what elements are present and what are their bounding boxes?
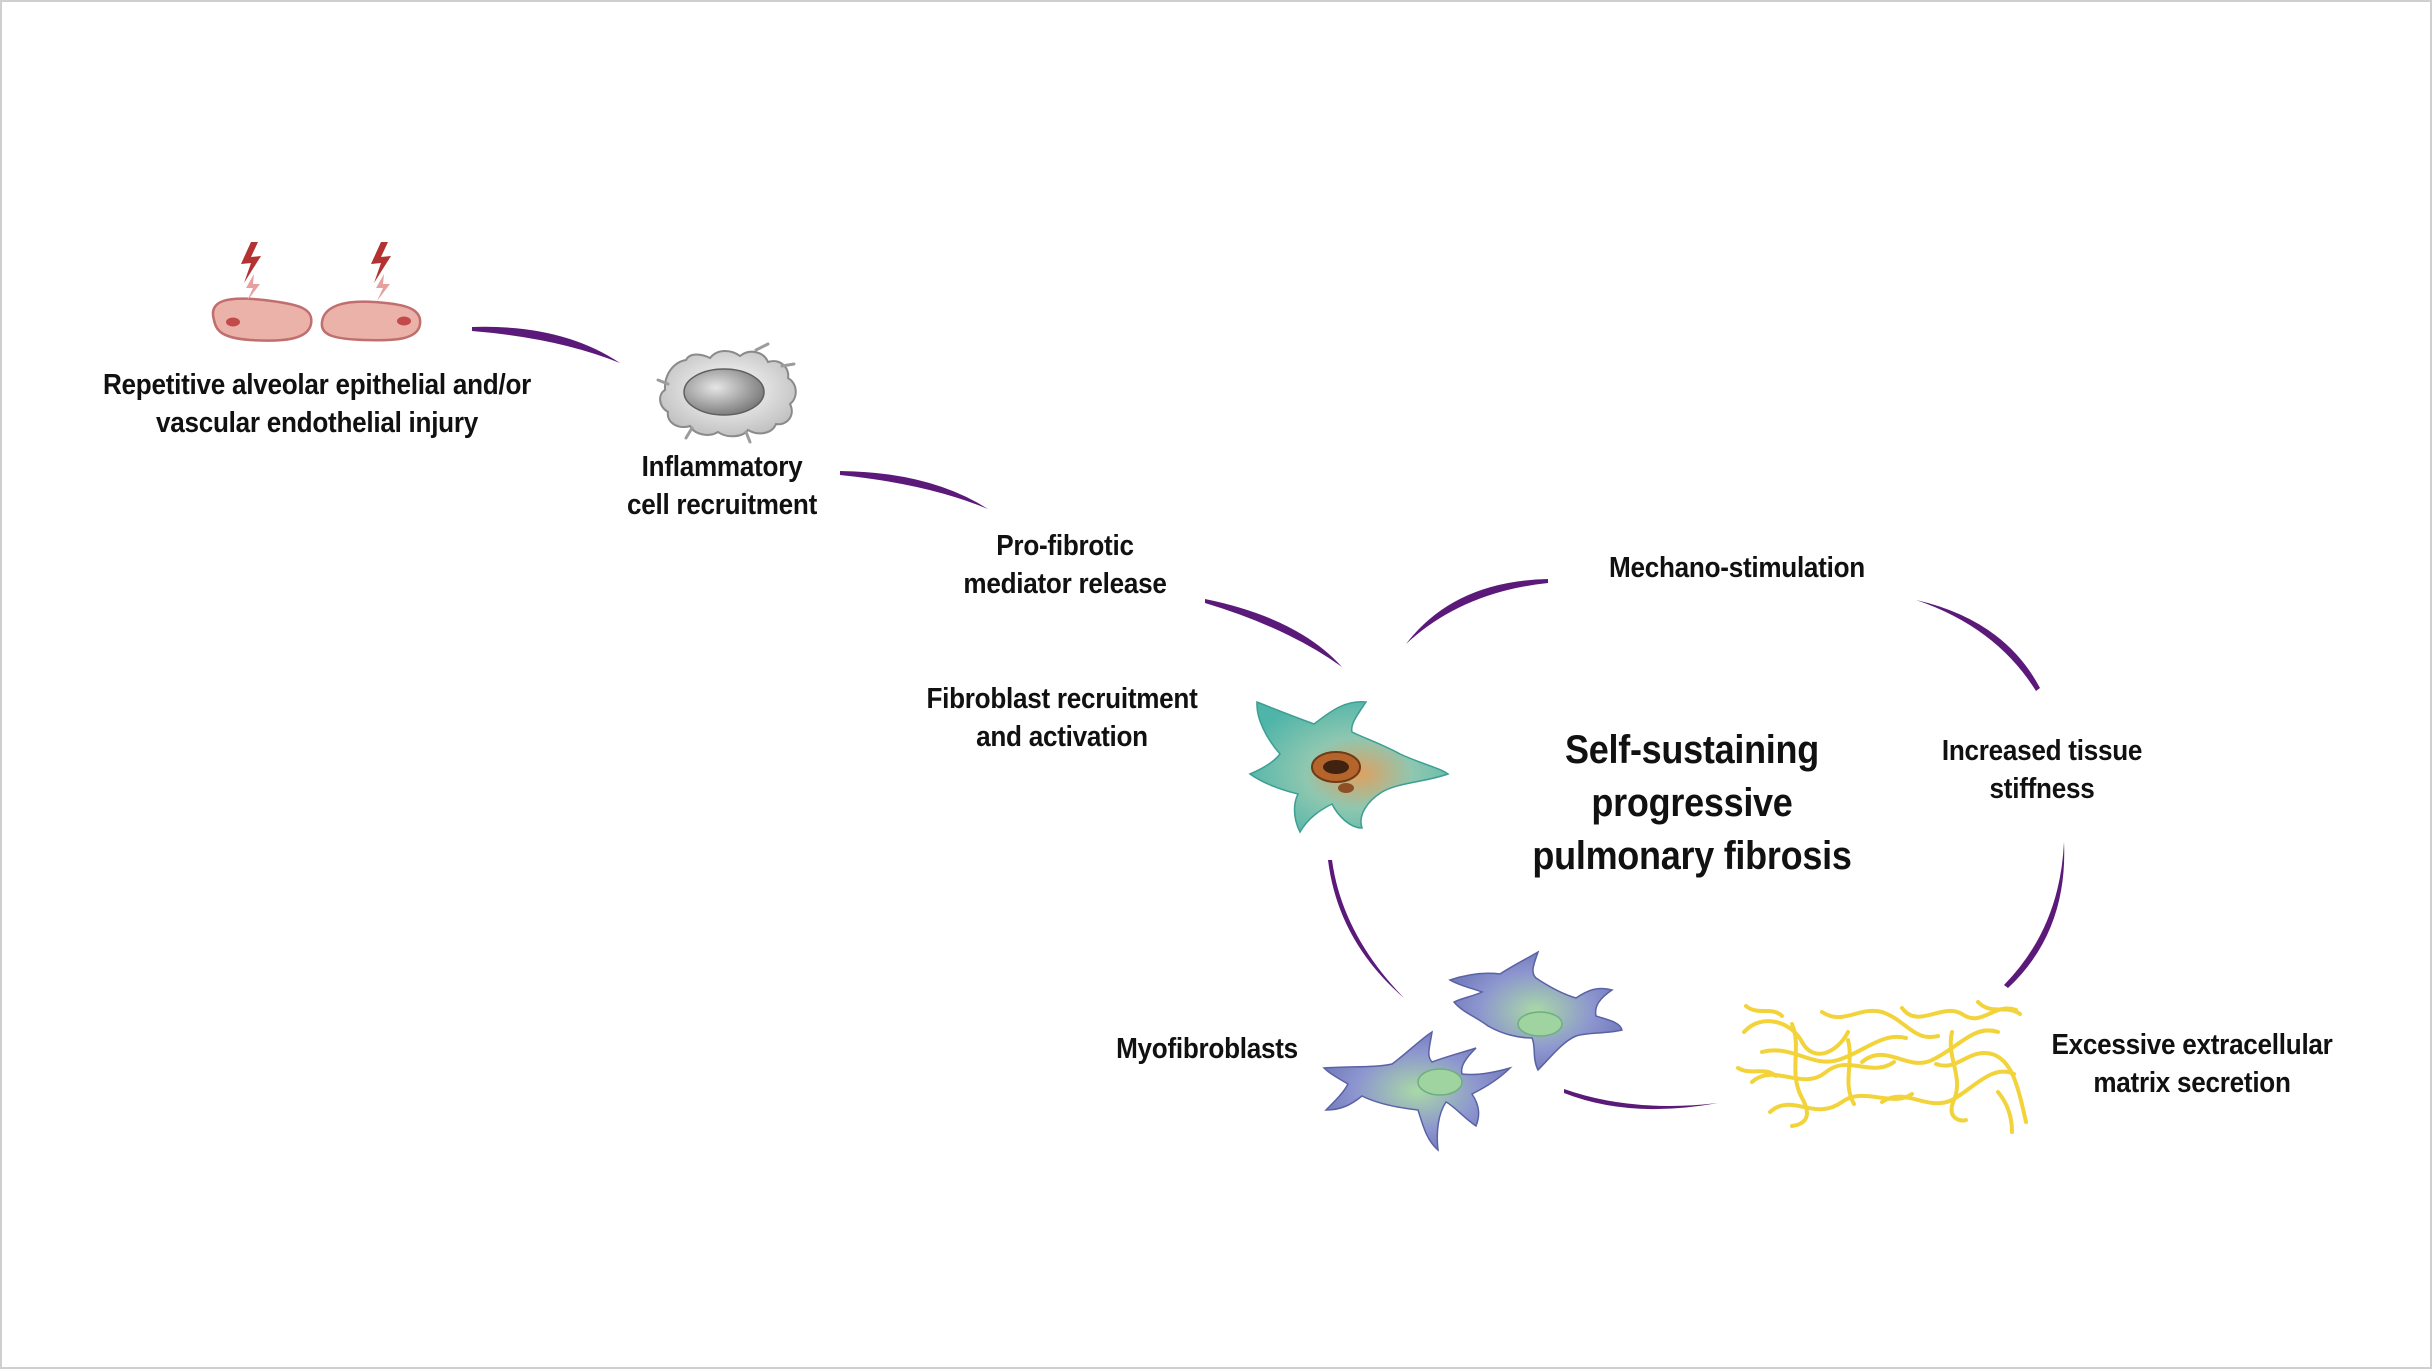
- label-myofibroblasts: Myofibroblasts: [1099, 1030, 1315, 1068]
- label-line: Myofibroblasts: [1116, 1033, 1298, 1065]
- lightning-icon: [241, 242, 261, 283]
- cycle-center-title: Self-sustaining progressive pulmonary fi…: [1512, 724, 1872, 883]
- label-line: Inflammatory: [641, 451, 803, 483]
- arrow-injury-to-inflammatory: [472, 326, 620, 363]
- label-line: Increased tissue: [1941, 735, 2143, 767]
- label-line: vascular endothelial injury: [156, 407, 478, 439]
- lightning-icon: [371, 242, 391, 283]
- arrow-myofibroblasts-to-ecm: [1564, 1089, 1718, 1110]
- label-line: mediator release: [963, 568, 1167, 600]
- label-profibrotic-mediator-release: Pro-fibrotic mediator release: [939, 527, 1191, 603]
- injured-epithelial-cells-icon: [211, 242, 422, 342]
- label-inflammatory-cell-recruitment: Inflammatory cell recruitment: [596, 448, 848, 524]
- label-line: Pro-fibrotic: [996, 530, 1134, 562]
- inflammatory-cell-icon: [656, 342, 797, 444]
- arrow-mechano-to-fibroblast: [1406, 579, 1548, 644]
- label-epithelial-injury: Repetitive alveolar epithelial and/or va…: [79, 366, 556, 442]
- arrow-inflammatory-to-mediator: [840, 471, 988, 509]
- label-fibroblast-recruitment: Fibroblast recruitment and activation: [918, 680, 1206, 756]
- label-line: stiffness: [1989, 773, 2095, 805]
- title-line: pulmonary fibrosis: [1532, 834, 1852, 878]
- label-line: matrix secretion: [2093, 1067, 2291, 1099]
- label-line: Fibroblast recruitment: [926, 683, 1198, 715]
- arrow-ecm-to-stiffness: [2004, 842, 2065, 988]
- label-increased-tissue-stiffness: Increased tissue stiffness: [1916, 732, 2168, 808]
- label-mechano-stimulation: Mechano-stimulation: [1580, 549, 1895, 587]
- label-ecm-secretion: Excessive extracellular matrix secretion: [2048, 1026, 2336, 1102]
- title-line: progressive: [1591, 781, 1793, 825]
- label-line: Mechano-stimulation: [1609, 552, 1865, 584]
- arrow-stiffness-to-mechano: [1916, 600, 2040, 691]
- arrow-fibroblast-to-myofibroblasts: [1328, 860, 1404, 998]
- label-line: cell recruitment: [626, 489, 818, 521]
- title-line: Self-sustaining: [1565, 728, 1819, 772]
- myofibroblast-cells-icon: [1322, 950, 1623, 1152]
- label-line: and activation: [976, 721, 1148, 753]
- fibroblast-cell-icon: [1248, 700, 1450, 834]
- label-line: Excessive extracellular: [2051, 1029, 2333, 1061]
- label-line: Repetitive alveolar epithelial and/or: [102, 369, 532, 401]
- process-arrows: [472, 326, 2065, 1110]
- extracellular-matrix-fibers-icon: [1736, 1000, 2028, 1134]
- arrow-mediator-to-fibroblast: [1205, 599, 1342, 667]
